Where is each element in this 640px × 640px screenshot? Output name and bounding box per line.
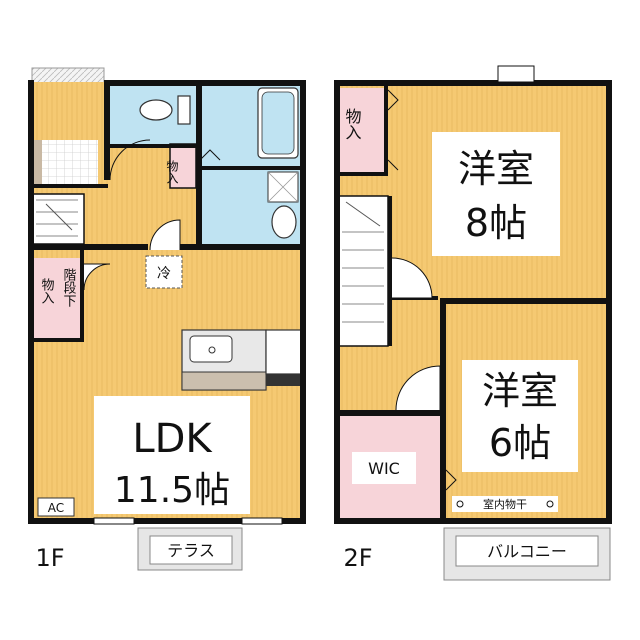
- floor1-label: 1F: [35, 544, 64, 572]
- stove-space: [265, 329, 303, 375]
- ldk-label-box: [94, 396, 250, 514]
- floor2-plan: [334, 65, 612, 581]
- fridge-space: [145, 255, 183, 289]
- storage-top: [169, 143, 197, 189]
- room-a-size-label: 8帖: [465, 201, 527, 245]
- sink-icon: [271, 205, 297, 239]
- floor1-plan: [28, 67, 306, 571]
- balcony-label: バルコニー: [487, 542, 567, 561]
- fridge-label: 冷: [157, 266, 171, 282]
- storage-2f: [338, 88, 384, 172]
- ldk-name-label: LDK: [132, 416, 213, 462]
- drying-label-box: [452, 496, 558, 512]
- stair-storage: [32, 258, 82, 338]
- room-a-name-label: 洋室: [458, 147, 534, 191]
- ldk-door-swing: [149, 219, 181, 251]
- stairs-2f: [337, 195, 389, 347]
- toilet-tank-icon: [177, 95, 191, 125]
- window-2f-top: [497, 65, 535, 83]
- wic-label-box: [352, 452, 416, 484]
- room-b-label-box: [462, 360, 578, 472]
- stair-under-label: 階段下: [61, 268, 77, 307]
- stair-storage-label: 物入: [39, 278, 55, 304]
- floor1-walls: [28, 80, 306, 524]
- room-a-label-box: [432, 132, 560, 256]
- range-hood: [266, 374, 302, 386]
- storage-2f-label: 物入: [343, 108, 362, 140]
- room-b-size-label: 6帖: [489, 421, 551, 465]
- kitchen-sink-icon: [189, 335, 233, 363]
- wic-label: WIC: [368, 459, 400, 478]
- storage-top-label: 物入: [165, 160, 179, 184]
- ac-label: AC: [48, 501, 64, 515]
- ac-box: [37, 497, 75, 517]
- genkan-tiles: [42, 140, 98, 184]
- indoor-drying-label: 室内物干: [483, 497, 527, 511]
- terrace-label: テラス: [167, 541, 215, 560]
- entrance-door-swing: [109, 139, 151, 181]
- room-b-name-label: 洋室: [482, 369, 558, 413]
- drying-hook-left-icon: [456, 500, 464, 508]
- ldk-size-label: 11.5帖: [114, 470, 230, 511]
- toilet-icon: [139, 99, 173, 121]
- floor2-label: 2F: [343, 544, 372, 572]
- drying-hook-right-icon: [546, 500, 554, 508]
